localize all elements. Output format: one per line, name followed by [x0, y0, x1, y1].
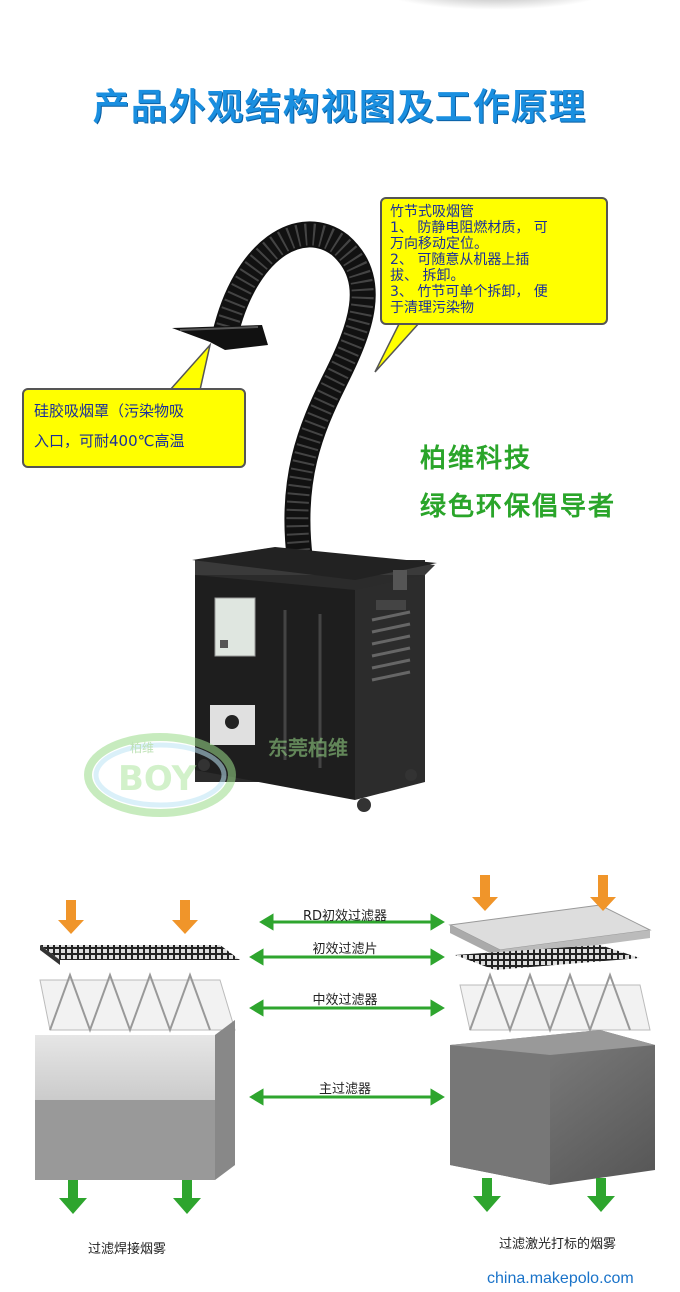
side-vents: [371, 610, 411, 682]
green-down-arrows: [59, 1178, 615, 1214]
tube-callout-line: 于清理污染物: [390, 300, 474, 316]
wheel: [357, 798, 371, 812]
orange-arrow-icon: [58, 900, 84, 934]
left-filter-stack: [35, 945, 240, 1180]
green-arrow-icon: [59, 1180, 87, 1214]
label-primary-sheet: 初效过滤片: [312, 942, 378, 957]
orange-arrow-icons: [58, 875, 616, 934]
pleated-filter: [39, 979, 236, 1031]
label-rd-filter: RD初效过滤器: [302, 909, 388, 924]
orange-arrow-icon: [472, 875, 498, 911]
top-shadow: [380, 0, 610, 10]
label-medium-filter: 中效过滤器: [312, 993, 378, 1008]
tube-callout-line: 1、 防静电阻燃材质， 可: [390, 220, 548, 236]
wheel: [405, 769, 417, 781]
hood-callout-line: 硅胶吸烟罩（污染物吸: [34, 402, 185, 420]
watermark-logo: BOY 柏维 东莞柏维: [84, 733, 348, 817]
suction-hood: [172, 325, 268, 350]
power-knob: [225, 715, 239, 729]
hood-callout-line: 入口，可耐400℃高温: [34, 432, 185, 450]
footer-watermark: china.makepolo.com: [487, 1270, 634, 1287]
caption-laser: 过滤激光打标的烟雾: [499, 1237, 617, 1252]
tube-callout-line: 2、 可随意从机器上插: [390, 252, 530, 268]
company-name: 柏维科技: [420, 444, 533, 474]
tube-callout-line: 拔、 拆卸。: [390, 268, 465, 284]
watermark-brand: 柏维: [130, 740, 154, 755]
green-arrow-icon: [473, 1178, 501, 1212]
green-arrow-icon: [173, 1180, 201, 1214]
tube-callout-line: 竹节式吸烟管: [390, 204, 474, 220]
tube-callout: 竹节式吸烟管 1、 防静电阻燃材质， 可 万向移动定位。 2、 可随意从机器上插…: [380, 197, 608, 325]
watermark-text: 东莞柏维: [268, 736, 348, 760]
fume-extractor-illustration: BOY 柏维 东莞柏维: [84, 221, 437, 817]
primary-filter-mesh: [40, 945, 240, 960]
caption-welding: 过滤焊接烟雾: [88, 1242, 167, 1257]
green-double-arrows: [249, 913, 445, 1106]
label-main-filter: 主过滤器: [318, 1082, 371, 1097]
hood-callout: 硅胶吸烟罩（污染物吸 入口，可耐400℃高温: [22, 388, 246, 468]
orange-arrow-icon: [172, 900, 198, 934]
tube-callout-line: 3、 竹节可单个拆卸， 便: [390, 284, 548, 300]
watermark-logo-text: BOY: [118, 759, 197, 799]
page-title: 产品外观结构视图及工作原理: [92, 87, 587, 128]
right-mesh: [455, 945, 640, 970]
green-arrow-icon: [587, 1178, 615, 1212]
company-slogan: 绿色环保倡导者: [420, 492, 617, 522]
wheel: [198, 759, 210, 771]
orange-arrow-icon: [590, 875, 616, 911]
right-filter-stack: [448, 904, 655, 1185]
filter-diagram: [35, 875, 655, 1214]
tube-callout-line: 万向移动定位。: [390, 236, 488, 252]
